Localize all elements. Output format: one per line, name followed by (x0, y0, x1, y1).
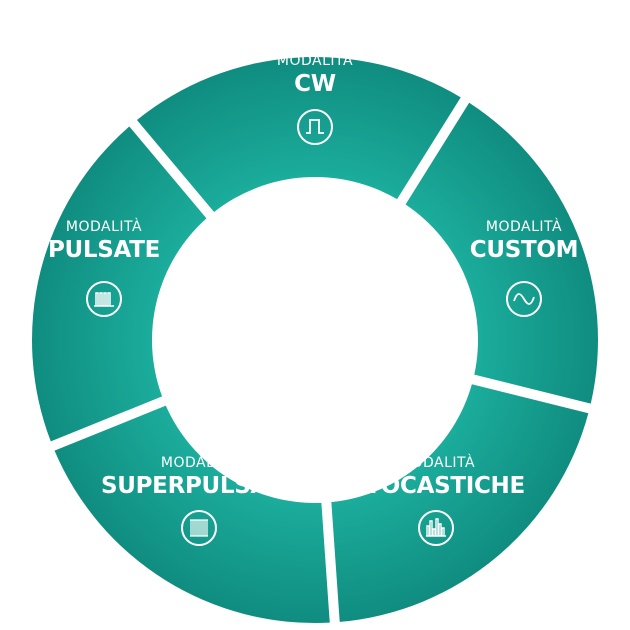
pulse-train-icon (85, 280, 123, 318)
segment-label-stocastiche: MODALITÀ STOCASTICHE (337, 454, 537, 500)
sine-wave-icon (505, 280, 543, 318)
ring-segment-custom (405, 102, 598, 404)
segment-title-pulsate: PULSATE (47, 237, 161, 263)
random-pulses-icon (417, 509, 455, 547)
segment-title-cw: CW (294, 71, 336, 97)
segment-prefix-pulsate: MODALITÀ (65, 219, 143, 235)
segment-label-pulsate: MODALITÀ PULSATE (4, 218, 204, 264)
ring-segment-stocastiche (331, 384, 589, 622)
segment-prefix-cw: MODALITÀ (276, 53, 354, 69)
segment-label-superpulsate: MODALITÀ SUPERPULSATE (99, 454, 299, 500)
ring-segment-superpulsate (54, 405, 330, 623)
segment-title-custom: CUSTOM (469, 237, 579, 263)
segment-label-cw: MODALITÀ CW (215, 52, 415, 98)
segment-prefix-stocastiche: MODALITÀ (398, 455, 476, 471)
square-wave-icon (296, 108, 334, 146)
segment-title-stocastiche: STOCASTICHE (349, 473, 525, 499)
dense-pulses-icon (180, 509, 218, 547)
segment-title-superpulsate: SUPERPULSATE (100, 473, 298, 499)
ring-segment-pulsate (31, 126, 207, 442)
segment-prefix-superpulsate: MODALITÀ (160, 455, 238, 471)
segment-prefix-custom: MODALITÀ (485, 219, 563, 235)
segment-label-custom: MODALITÀ CUSTOM (424, 218, 624, 264)
